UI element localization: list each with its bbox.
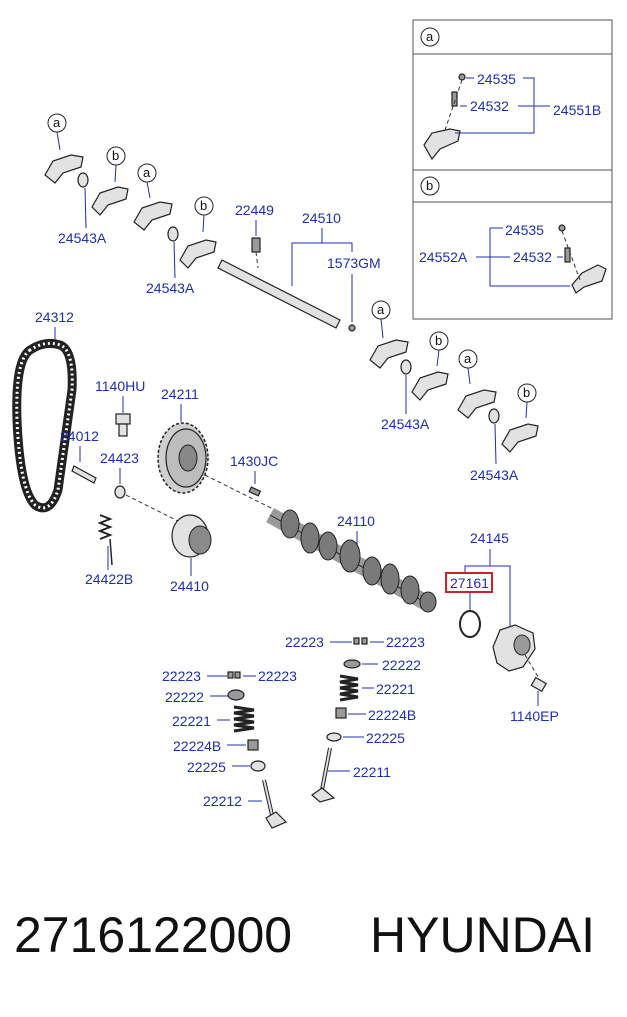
camshaft-group: 24110: [266, 508, 437, 613]
inset-a-label-24532: 24532: [470, 98, 509, 114]
svg-text:a: a: [464, 351, 472, 366]
label-22221-l: 22221: [172, 713, 211, 729]
label-24012: 24012: [60, 428, 99, 444]
label-24145: 24145: [470, 530, 509, 546]
label-24211: 24211: [161, 386, 199, 402]
rocker-shaft-group: 22449 24510 1573GM: [217, 202, 381, 332]
label-24543A-4: 24543A: [470, 467, 519, 483]
label-1140EP: 1140EP: [510, 708, 559, 724]
svg-text:b: b: [200, 198, 207, 213]
label-24422B: 24422B: [85, 571, 133, 587]
footer: 2716122000 HYUNDAI: [0, 900, 627, 980]
inset-a: a 24535 24532 24551B: [412, 19, 613, 171]
label-22223-r1: 22223: [285, 634, 324, 650]
label-24312: 24312: [35, 309, 74, 325]
parts-diagram: a 24535 24532 24551B b 24535 24552A 2453…: [12, 19, 613, 829]
label-1430JC: 1430JC: [230, 453, 278, 469]
inset-b-label-24535: 24535: [505, 222, 544, 238]
rocker-arm-group-right: a 24543A b a 24543A b: [369, 300, 539, 483]
part-number: 2716122000: [14, 907, 293, 963]
label-22223-l1: 22223: [162, 668, 201, 684]
valve-train-right: 22223 22223 22222 22221 22224B 22225 222…: [285, 634, 425, 803]
label-22224B-r: 22224B: [368, 707, 416, 723]
inset-b: b 24535 24552A 24532: [412, 169, 613, 320]
label-24110: 24110: [337, 513, 375, 529]
highlight-box-27161: [445, 572, 493, 593]
label-1140HU: 1140HU: [95, 378, 145, 394]
label-24510: 24510: [302, 210, 341, 226]
svg-text:b: b: [523, 385, 530, 400]
label-22212: 22212: [203, 793, 242, 809]
label-22211: 22211: [353, 764, 391, 780]
label-22225-l: 22225: [187, 759, 226, 775]
label-22222-l: 22222: [165, 689, 204, 705]
label-1573GM: 1573GM: [327, 255, 381, 271]
label-24543A-1: 24543A: [58, 230, 107, 246]
inset-b-label-24532: 24532: [513, 249, 552, 265]
label-27161-highlighted: 27161: [450, 575, 489, 591]
inset-b-letter: b: [426, 178, 433, 193]
label-24410: 24410: [170, 578, 209, 594]
housing-group: 24145 27161 1140EP: [445, 530, 559, 724]
timing-belt-group: 24312: [12, 309, 77, 513]
inset-a-label-24535: 24535: [477, 71, 516, 87]
inset-a-letter: a: [426, 29, 434, 44]
label-24423: 24423: [100, 450, 139, 466]
label-22449: 22449: [235, 202, 274, 218]
brand-name: HYUNDAI: [370, 907, 596, 963]
sprocket-group: 1140HU 24211 24012 24423 1430JC 24422B 2…: [60, 378, 278, 594]
label-22221-r: 22221: [376, 681, 415, 697]
label-22223-l2: 22223: [258, 668, 297, 684]
o-ring: [459, 610, 481, 638]
inset-b-label-24552A: 24552A: [419, 249, 468, 265]
valve-train-left: 22223 22223 22222 22221 22224B 22225 222…: [162, 668, 297, 829]
label-24543A-3: 24543A: [381, 416, 430, 432]
svg-text:a: a: [143, 165, 151, 180]
label-24543A-2: 24543A: [146, 280, 195, 296]
svg-text:a: a: [377, 302, 385, 317]
svg-text:b: b: [112, 148, 119, 163]
label-22225-r: 22225: [366, 730, 405, 746]
rocker-arm-group-left: a 24543A b a 24543A b: [44, 113, 217, 296]
label-22224B-l: 22224B: [173, 738, 221, 754]
label-22223-r2: 22223: [386, 634, 425, 650]
spring-icon: [97, 514, 113, 566]
label-22222-r: 22222: [382, 657, 421, 673]
svg-text:a: a: [53, 115, 61, 130]
svg-text:b: b: [435, 333, 442, 348]
inset-a-label-24551B: 24551B: [553, 102, 601, 118]
